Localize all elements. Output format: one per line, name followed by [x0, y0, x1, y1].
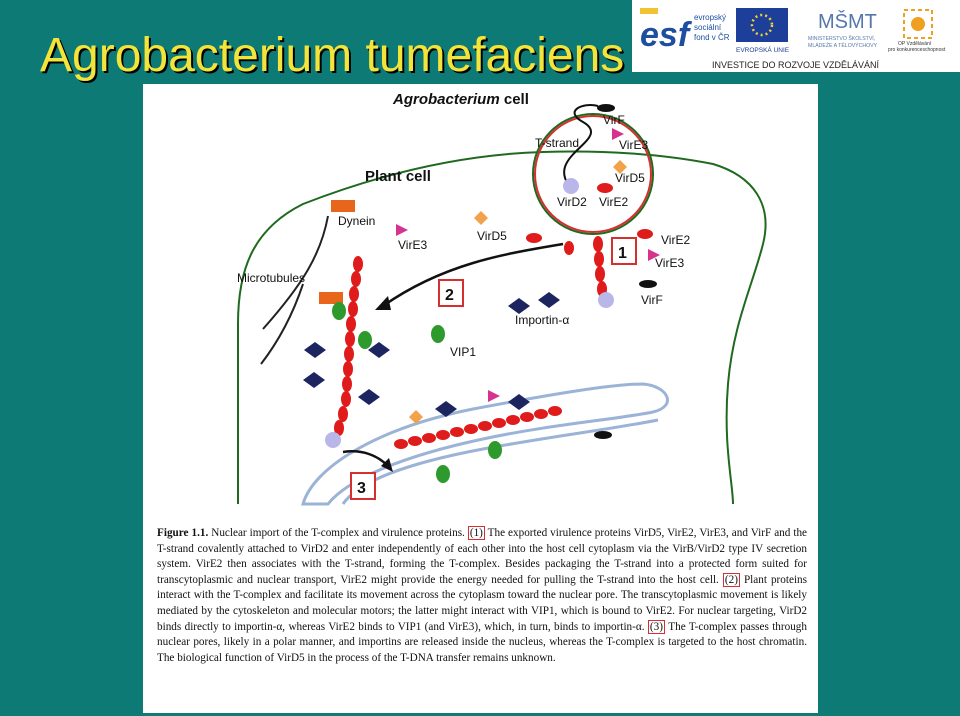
nuclear-envelope	[301, 382, 669, 506]
vip1-marker-2	[358, 331, 372, 349]
vip1-marker-5	[436, 465, 450, 483]
op-text-1: OP Vzdělávání	[898, 41, 932, 47]
transport-arrowhead-3	[381, 458, 393, 472]
virf-label-right: VirF	[641, 293, 663, 307]
caption-seg-4: The T-complex passes through nuclear por…	[157, 620, 807, 664]
tstrand-label: T-strand	[535, 136, 579, 150]
vire3-marker-top	[612, 128, 624, 140]
caption-seg-2: The exported virulence proteins VirD5, V…	[157, 527, 808, 586]
importin-marker-7	[435, 401, 457, 417]
importin-marker-4	[368, 342, 390, 358]
vire2-free-2	[564, 241, 574, 255]
vip1-marker-4	[488, 441, 502, 459]
logo-footer: INVESTICE DO ROZVOJE VZDĚLÁVÁNÍ	[712, 60, 880, 70]
caption-step-3-mark: (3)	[647, 619, 665, 634]
step-box-3	[350, 472, 376, 500]
eu-flag-icon: EVROPSKÁ UNIE	[736, 8, 790, 54]
plant-cell-label: Plant cell	[365, 168, 431, 185]
figure-caption: Figure 1.1. Nuclear import of the T-comp…	[157, 526, 807, 666]
vire3-label-right: VirE3	[655, 256, 684, 270]
figure-label: Figure 1.1.	[157, 527, 209, 539]
step-box-1	[611, 237, 637, 265]
importin-marker-6	[358, 389, 380, 405]
tcomplex-vertical	[325, 256, 363, 448]
vire2-free-1	[526, 233, 542, 243]
vire3-label-left: VirE3	[398, 238, 427, 252]
vip1-marker-3	[431, 325, 445, 343]
figure-panel: 1 2 3 Agrobacterium cell Plant cell T-st…	[143, 84, 818, 713]
vire2-label-right: VirE2	[661, 233, 690, 247]
vird5-marker-mid	[474, 211, 488, 225]
vird2-label: VirD2	[557, 195, 587, 209]
vird2-in-bacterium	[563, 178, 579, 194]
vire3-marker-right	[648, 249, 660, 261]
virf-marker-right	[639, 280, 657, 288]
vire3-label-top: VirE3	[619, 138, 648, 152]
vip1-label: VIP1	[450, 345, 476, 359]
bacterium-pore-ring	[534, 115, 652, 233]
vire3-marker-left	[396, 224, 408, 236]
agrobacterium-diagram: 1 2 3 Agrobacterium cell Plant cell T-st…	[237, 91, 767, 506]
caption-seg-1: Nuclear import of the T-complex and viru…	[208, 527, 468, 539]
step-label-1: 1	[618, 245, 627, 262]
plant-cell-outline	[237, 150, 767, 505]
virf-label-top: VirF	[603, 113, 625, 127]
dynein-label: Dynein	[338, 214, 375, 228]
sponsor-logos-graphic: esf evropský sociální fond v ČR EVROPSKÁ…	[640, 8, 946, 70]
transport-arrow-2	[382, 242, 564, 308]
msmt-text-2: MLÁDEŽE A TĚLOVÝCHOVY	[808, 41, 878, 49]
microtubule-line-2	[260, 283, 304, 365]
vire2-marker-top	[597, 183, 613, 193]
microtubule-line	[262, 215, 329, 330]
msmt-logo-icon: MŠMT MINISTERSTVO ŠKOLSTVÍ, MLÁDEŽE A TĚ…	[808, 10, 878, 49]
op-logo-icon: OP Vzdělávání pro konkurenceschopnost	[888, 9, 946, 53]
importin-marker-3	[304, 342, 326, 358]
slide-title: Agrobacterium tumefaciens	[40, 29, 625, 82]
vird5-marker-lower	[409, 410, 423, 424]
bacterium-label-rest: cell	[500, 91, 529, 108]
importin-marker-2	[538, 292, 560, 308]
microtubules-label: Microtubules	[237, 271, 305, 285]
importin-marker-5	[303, 372, 325, 388]
importin-marker-8	[508, 394, 530, 410]
dynein-marker-2	[319, 292, 343, 304]
esf-mark: esf	[640, 16, 693, 54]
esf-text-1: evropský	[694, 13, 726, 22]
caption-seg-3: Plant proteins interact with the T-compl…	[157, 573, 808, 633]
tcomplex-entering	[593, 236, 614, 308]
bacterium-label: Agrobacterium cell	[392, 91, 529, 108]
vire3-marker-lower	[488, 390, 500, 402]
step-label-2: 2	[445, 287, 454, 304]
esf-text-3: fond v ČR	[694, 33, 730, 42]
caption-step-1-mark: (1)	[467, 526, 485, 540]
t-strand-squiggle	[563, 104, 599, 185]
transport-arrowhead-2	[375, 296, 391, 310]
vip1-marker-1	[332, 302, 346, 320]
importin-label: Importin-α	[515, 313, 569, 327]
vird5-label-mid: VirD5	[477, 229, 507, 243]
sponsor-logo-strip: esf evropský sociální fond v ČR EVROPSKÁ…	[632, 0, 960, 72]
msmt-text-1: MINISTERSTVO ŠKOLSTVÍ,	[808, 35, 875, 42]
eu-label: EVROPSKÁ UNIE	[736, 45, 790, 54]
step-label-3: 3	[357, 480, 366, 497]
op-text-2: pro konkurenceschopnost	[888, 47, 946, 53]
vire2-marker-right	[637, 229, 653, 239]
tcomplex-horizontal	[394, 406, 562, 449]
vire2-label-top: VirE2	[599, 195, 628, 209]
vird5-marker-top	[613, 160, 627, 174]
vird5-label-top: VirD5	[615, 171, 645, 185]
virf-marker-top	[597, 104, 615, 112]
virf-marker-lower	[594, 431, 612, 439]
esf-logo-icon: esf evropský sociální fond v ČR	[640, 8, 730, 54]
importin-marker-1	[508, 298, 530, 314]
dynein-marker-1	[331, 200, 355, 212]
bacterium-cell-outline	[532, 113, 654, 235]
esf-text-2: sociální	[694, 23, 722, 32]
bacterium-label-italic: Agrobacterium	[392, 91, 500, 108]
step-box-2	[438, 279, 464, 307]
msmt-mark: MŠMT	[818, 10, 877, 33]
caption-step-2-mark: (2)	[722, 572, 740, 587]
